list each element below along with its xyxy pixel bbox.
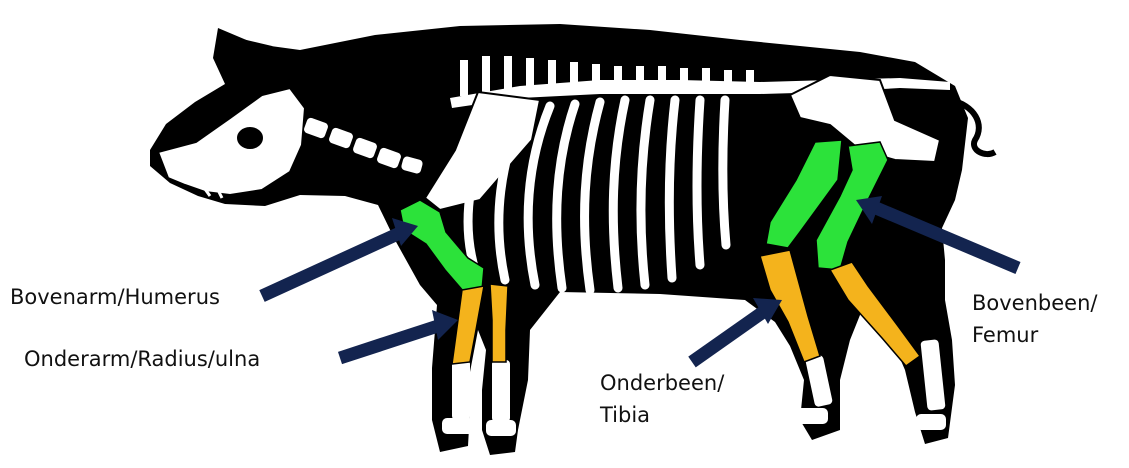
- humerus-label: Bovenarm/Humerus: [10, 282, 220, 312]
- humerus-arrow: [262, 218, 418, 296]
- radius-ulna-label: Onderarm/Radius/ulna: [24, 344, 260, 374]
- front-lower-skeleton: [442, 360, 516, 436]
- femur-label-line2: Femur: [972, 320, 1038, 350]
- tibia-label-line1: Onderbeen/: [600, 368, 724, 398]
- femur-label-line1: Bovenbeen/: [972, 288, 1097, 318]
- tibia-label-line2: Tibia: [600, 400, 650, 430]
- tibia-arrow: [692, 298, 782, 362]
